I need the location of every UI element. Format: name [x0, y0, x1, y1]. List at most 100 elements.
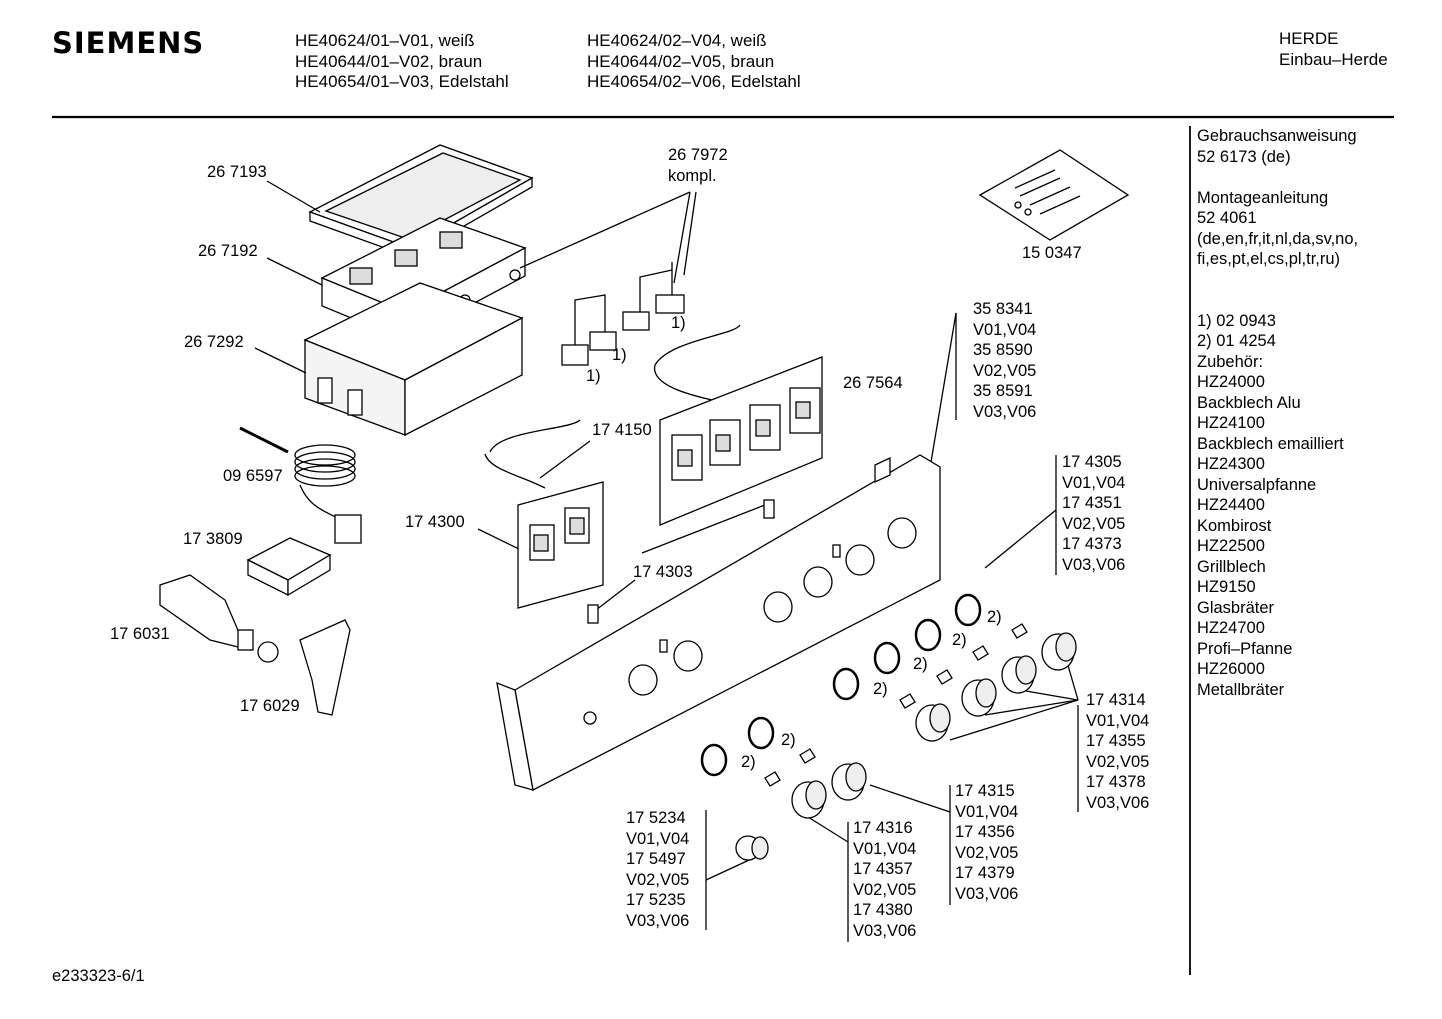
variant-code: V01,V04 [1062, 473, 1126, 492]
part-number: 17 4356 [955, 823, 1015, 841]
part-label: 26 7292 [184, 333, 244, 351]
variant-code: V03,V06 [1086, 793, 1150, 812]
variant-code: V02,V05 [1062, 514, 1126, 533]
knob-rings [700, 593, 982, 777]
holder-part [159, 574, 254, 652]
variant-code: V03,V06 [626, 911, 690, 930]
model-list-1: HE40624/01–V01, weiß HE40644/01–V02, bra… [295, 31, 509, 93]
knobs [791, 632, 1077, 819]
thermostat-part [239, 426, 362, 544]
part-number: 17 4314 [1086, 691, 1146, 709]
accessory-line: Glasbräter [1197, 598, 1275, 617]
part-number: 17 4315 [955, 782, 1015, 800]
part-number: 17 4379 [955, 864, 1015, 882]
variant-code: V01,V04 [853, 839, 917, 858]
assembly-languages: fi,es,pt,el,cs,pl,tr,ru) [1197, 250, 1341, 268]
part-note: kompl. [668, 166, 717, 185]
variant-code: V03,V06 [1062, 555, 1126, 574]
footnote-mark: 2) [781, 731, 796, 749]
category: HERDE Einbau–Herde [1279, 29, 1388, 70]
switch-group [561, 262, 685, 366]
bracket-part [257, 619, 351, 716]
accessory-line: HZ24700 [1197, 619, 1265, 637]
part-number: 17 4305 [1062, 453, 1122, 471]
part-label: 15 0347 [1022, 244, 1082, 262]
category-line: Einbau–Herde [1279, 49, 1388, 69]
variant-code: V01,V04 [973, 320, 1037, 339]
variant-code: V01,V04 [955, 802, 1019, 821]
variant-code: V03,V06 [853, 921, 917, 940]
assembly-title: Montageanleitung [1197, 188, 1329, 207]
wire [484, 453, 546, 489]
variant-code: V02,V05 [973, 361, 1037, 380]
part-label: 17 3809 [183, 530, 243, 548]
accessory-line: Profi–Pfanne [1197, 639, 1293, 658]
siemens-logo: SIEMENS [52, 26, 205, 60]
variant-code: V02,V05 [1086, 752, 1150, 771]
part-number: 35 8591 [973, 382, 1033, 400]
part-number: 17 5235 [626, 891, 686, 909]
part-number: 26 7972 [668, 146, 728, 164]
accessory-line: HZ24100 [1197, 414, 1265, 432]
note-line: 2) 01 4254 [1197, 332, 1276, 350]
part-label-group: 17 5234 V01,V04 17 5497 V02,V05 17 5235 … [626, 808, 689, 931]
footnote-mark: 1) [586, 367, 601, 385]
accessory-line: Backblech emailliert [1197, 434, 1344, 453]
sidebar: Gebrauchsanweisung 52 6173 (de) Montagea… [1197, 126, 1358, 700]
model-line: HE40644/02–V05, braun [587, 51, 775, 71]
part-number: 17 5497 [626, 850, 686, 868]
variant-code: V01,V04 [626, 829, 690, 848]
terminal-block [246, 537, 332, 597]
accessory-line: HZ9150 [1197, 578, 1256, 596]
assembly-number: 52 4061 [1197, 209, 1257, 227]
part-number: 17 4351 [1062, 494, 1122, 512]
variant-code: V02,V05 [626, 870, 690, 889]
accessory-line: Metallbräter [1197, 680, 1285, 699]
part-number: 17 4316 [853, 819, 913, 837]
footnote-mark: 2) [741, 753, 756, 771]
manual-number: 52 6173 (de) [1197, 147, 1291, 166]
footnote-mark: 2) [913, 655, 928, 673]
part-label: 26 7564 [843, 374, 903, 392]
variant-code: V02,V05 [853, 880, 917, 899]
accessory-line: HZ24400 [1197, 496, 1265, 514]
part-label: 17 4150 [592, 421, 652, 439]
variant-code: V03,V06 [955, 884, 1019, 903]
screw-bag [978, 149, 1130, 241]
accessory-line: HZ22500 [1197, 537, 1265, 555]
variant-code: V03,V06 [973, 402, 1037, 421]
drawing-code: e233323-6/1 [52, 967, 145, 985]
accessory-line: HZ24000 [1197, 373, 1265, 391]
accessory-line: HZ24300 [1197, 455, 1265, 473]
model-line: HE40644/01–V02, braun [295, 51, 483, 71]
part-number: 17 4355 [1086, 732, 1146, 750]
part-number: 17 5234 [626, 809, 686, 827]
part-label-group: 17 4305 V01,V04 17 4351 V02,V05 17 4373 … [1062, 452, 1125, 575]
base-box [303, 282, 524, 437]
variant-code: V01,V04 [1086, 711, 1150, 730]
accessory-line: Backblech Alu [1197, 393, 1301, 412]
note-line: 1) 02 0943 [1197, 311, 1276, 330]
part-label: 26 7192 [198, 242, 258, 260]
footnote-mark: 2) [952, 631, 967, 649]
part-label: 17 6029 [240, 697, 300, 715]
part-number: 17 4357 [853, 860, 913, 878]
part-label: 09 6597 [223, 467, 283, 485]
part-label-group: 17 4316 V01,V04 17 4357 V02,V05 17 4380 … [853, 818, 916, 941]
footnote-mark: 2) [987, 608, 1002, 626]
variant-code: V02,V05 [955, 843, 1019, 862]
footnote-mark: 1) [671, 314, 686, 332]
manual-title: Gebrauchsanweisung [1197, 127, 1357, 145]
part-number: 35 8341 [973, 300, 1033, 318]
footnote-mark: 2) [873, 680, 888, 698]
part-label: 26 7972 kompl. [668, 145, 728, 186]
part-label-group: 35 8341 V01,V04 35 8590 V02,V05 35 8591 … [973, 299, 1036, 422]
part-number: 35 8590 [973, 341, 1033, 359]
control-panel [496, 454, 941, 791]
model-line: HE40654/01–V03, Edelstahl [295, 72, 509, 91]
accessories-title: Zubehör: [1197, 352, 1264, 371]
model-list-2: HE40624/02–V04, weiß HE40644/02–V05, bra… [587, 31, 801, 93]
accessory-line: Kombirost [1197, 516, 1272, 535]
assembly-languages: (de,en,fr,it,nl,da,sv,no, [1197, 229, 1359, 248]
